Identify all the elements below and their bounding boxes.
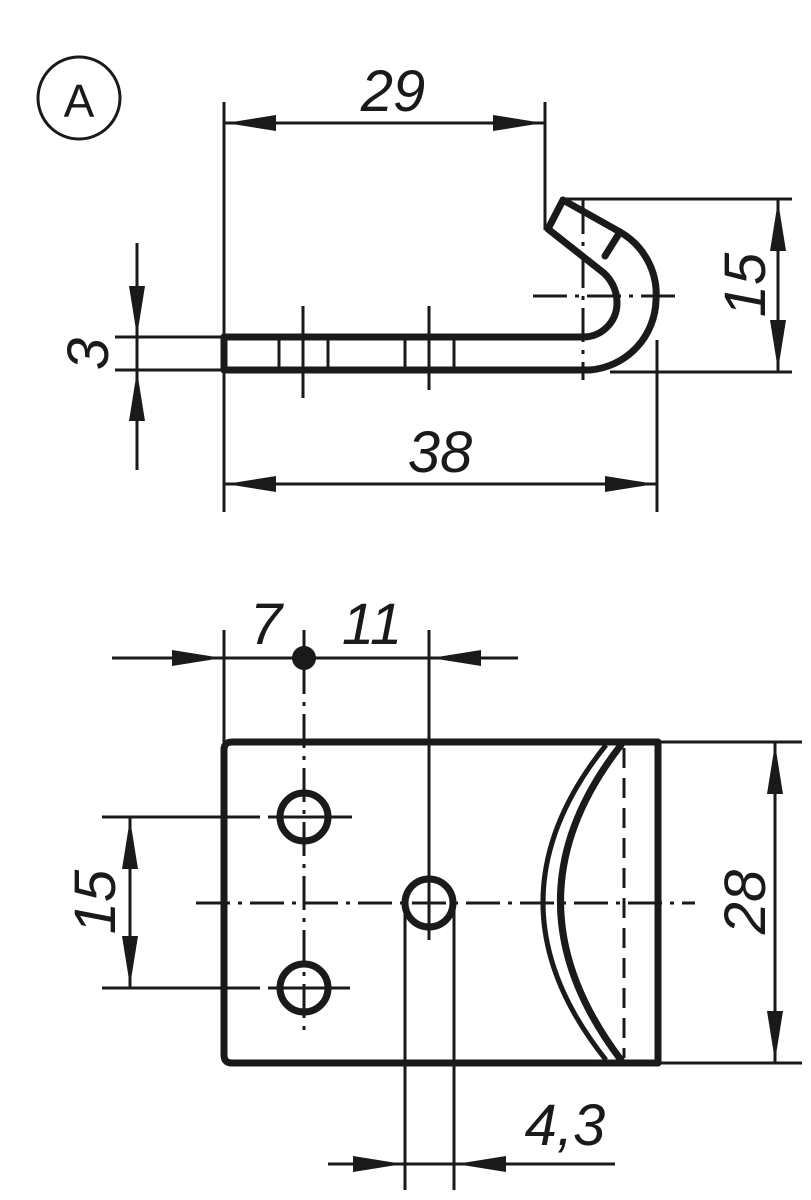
view-label-marker: A [36,55,122,141]
dim-29: 29 [360,59,426,124]
dim-4-3: 4,3 [525,1093,606,1158]
dim-7: 7 [250,592,285,657]
side-view: 29 38 15 3 [56,59,792,512]
dim-28: 28 [713,870,778,936]
dim-11: 11 [342,592,402,657]
dim-38: 38 [408,420,473,485]
dim-3: 3 [56,338,121,370]
dim-15-side: 15 [713,252,778,317]
dim-15-top: 15 [63,869,128,934]
top-view: 7 11 15 28 4,3 [63,592,802,1190]
view-label: A [64,75,95,127]
